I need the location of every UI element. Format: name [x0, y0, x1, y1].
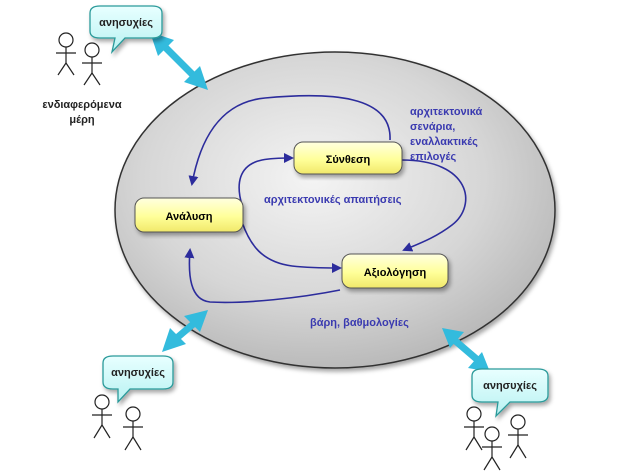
weights-label: βάρη, βαθμολογίες: [310, 317, 409, 329]
stakeholders-label-line2: μέρη: [69, 114, 94, 126]
node-synthesis[interactable]: Σύνθεση: [293, 141, 403, 175]
callout-bottom-left-text: ανησυχίες: [111, 367, 165, 379]
callout-top-left: ανησυχίες: [89, 5, 163, 55]
node-analysis[interactable]: Ανάλυση: [134, 197, 244, 233]
flow-arrow-evaluation-to-analysis: [184, 248, 341, 304]
node-analysis-label: Ανάλυση: [165, 211, 212, 223]
stakeholder-figures-bottom-right: [464, 406, 528, 471]
scenarios-label-line1: αρχιτεκτονικά: [410, 106, 482, 118]
scenarios-label-line3: εναλλακτικές: [410, 136, 478, 148]
double-arrow-bottom-left: [162, 310, 208, 352]
stakeholder-figures-top-left: [56, 32, 102, 86]
stick-figure-icon: [56, 32, 76, 76]
callout-bottom-right-text: ανησυχίες: [483, 380, 537, 392]
stakeholders-label-line1: ενδιαφερόμενα: [42, 99, 122, 111]
callout-top-left-text: ανησυχίες: [99, 17, 153, 29]
double-arrow-top-left: [150, 32, 208, 90]
flow-arrow-analysis-to-evaluation: [241, 221, 342, 273]
stick-figure-icon: [82, 42, 102, 86]
scenarios-label-line2: σενάρια,: [410, 121, 455, 133]
flow-arrow-analysis-to-synthesis: [238, 153, 294, 206]
system-ellipse: [114, 51, 556, 369]
requirements-label: αρχιτεκτονικές απαιτήσεις: [264, 194, 402, 206]
node-synthesis-label: Σύνθεση: [326, 154, 371, 166]
stick-figure-icon: [464, 406, 484, 451]
scenarios-label-line4: επιλογές: [410, 151, 456, 163]
node-evaluation-label: Αξιολόγηση: [364, 267, 427, 279]
stakeholder-figures-bottom-left: [92, 394, 143, 451]
callout-bottom-right: ανησυχίες: [471, 368, 549, 418]
flow-arrow-synthesis-to-evaluation: [401, 159, 467, 252]
stick-figure-icon: [482, 426, 502, 471]
flow-arrow-synthesis-to-analysis: [188, 94, 391, 186]
stick-figure-icon: [123, 406, 143, 451]
stick-figure-icon: [508, 414, 528, 459]
node-evaluation[interactable]: Αξιολόγηση: [341, 253, 449, 289]
double-arrow-bottom-right: [442, 328, 490, 372]
stick-figure-icon: [92, 394, 112, 439]
callout-bottom-left: ανησυχίες: [102, 355, 174, 404]
